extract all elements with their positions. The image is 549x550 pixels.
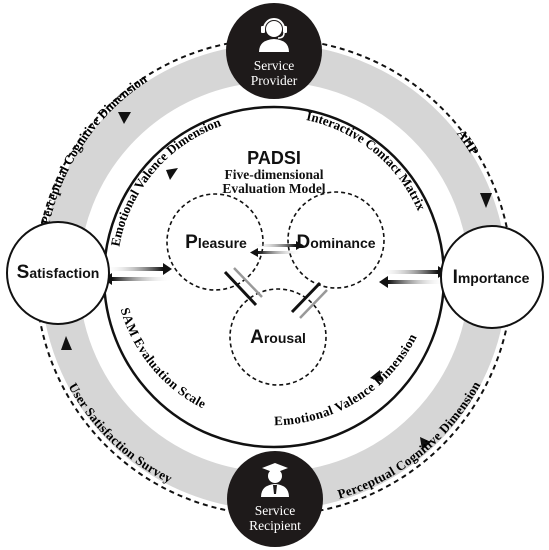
outer-arrow-right xyxy=(480,193,492,208)
service-recipient-circle xyxy=(227,451,323,547)
inner-arrow-bottom xyxy=(370,370,382,382)
node-satisfaction: Satisfaction xyxy=(17,262,100,283)
provider-label-line2: Provider xyxy=(251,73,298,88)
dominance-circle xyxy=(287,191,385,289)
outer-arrow-bottom-right xyxy=(420,437,431,450)
satisfaction-circle xyxy=(6,221,110,325)
recipient-label-line1: Service xyxy=(255,503,295,518)
node-pleasure: Pleasure xyxy=(185,232,247,253)
model-acronym: PADSI xyxy=(247,148,301,168)
recipient-label-line2: Recipient xyxy=(249,518,301,533)
outer-arrow-top-left xyxy=(118,112,131,124)
node-importance: Importance xyxy=(453,267,530,288)
outer-arrow-left xyxy=(61,336,72,350)
node-dominance: Dominance xyxy=(296,232,375,253)
graduate-user-icon xyxy=(261,463,289,497)
headset-agent-icon xyxy=(259,18,289,52)
importance-circle xyxy=(440,225,544,329)
pleasure-circle xyxy=(166,193,264,291)
provider-label-line1: Service xyxy=(254,58,294,73)
inner-arrow-top xyxy=(166,168,178,180)
model-subtitle-line1: Five-dimensional xyxy=(224,167,323,182)
connector-arrows xyxy=(103,241,447,319)
node-arousal: Arousal xyxy=(250,327,306,348)
model-subtitle-line2: Evaluation Model xyxy=(222,181,325,196)
arousal-circle xyxy=(229,288,327,386)
